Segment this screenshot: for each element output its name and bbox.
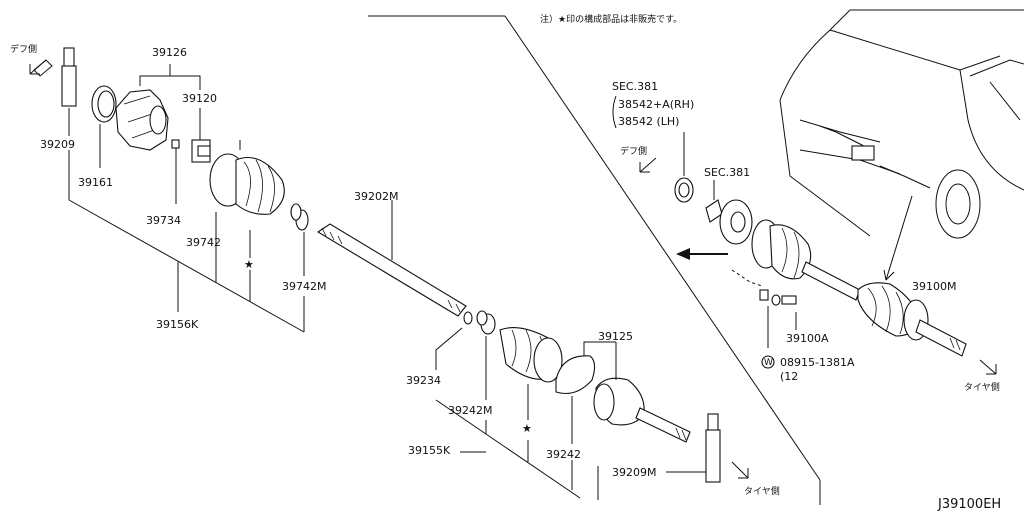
arrow-icon [979,359,997,375]
tire-side-label-bottom: タイヤ側 [744,485,780,497]
label-39209M: 39209M [612,466,656,479]
label-39742M: 39742M [282,280,326,293]
label-sec381-b: SEC.381 [704,166,750,179]
diagram-code: J39100EH [937,497,1001,512]
label-39120: 39120 [182,92,217,105]
washer-symbol-text: W [764,358,773,368]
arrow-icon [731,461,749,479]
label-39242M: 39242M [448,404,492,417]
label-39242: 39242 [546,448,581,461]
band-39242M [476,310,496,335]
diff-side-label-right: デフ側 [620,145,647,157]
label-ref-rh: 38542+A(RH) [618,98,694,111]
seal-39209-left [61,47,77,200]
ring-39234 [463,311,473,325]
label-39734: 39734 [146,214,181,227]
label-39155K: 39155K [408,444,451,457]
label-08915: 08915-1381A [780,356,855,369]
label-39161: 39161 [78,176,113,189]
diff-side-arrow-left: デフ側 [10,43,53,77]
label-08915-qty: (12 [780,370,798,383]
label-39234: 39234 [406,374,441,387]
bracket-39156K [68,199,305,333]
seal-38542 [674,177,694,203]
band-39742M [290,203,309,231]
band-39242 [555,355,596,395]
spider-39120 [191,139,211,163]
label-ref-lh: 38542 (LH) [618,115,679,128]
boot-39742 [209,140,285,215]
direction-arrow [676,248,728,260]
vehicle-outline [779,9,1024,281]
note-text: 注）★印の構成部品は非販売です。 [540,13,682,25]
star-marker-right: ★ [522,422,532,435]
washer-symbol: W [761,355,775,369]
shaft-39202M [316,200,467,317]
tire-side-label-right: タイヤ側 [964,381,1000,393]
label-39202M: 39202M [354,190,398,203]
label-39100M: 39100M [912,280,956,293]
joint-39125 [593,377,691,443]
label-39209-left: 39209 [40,138,75,151]
divider-line [368,15,821,505]
label-39100A: 39100A [786,332,829,345]
label-39156K: 39156K [156,318,199,331]
label-sec381-a: SEC.381 [612,80,658,93]
diff-side-label-left: デフ側 [10,43,37,55]
driveshaft-assembly-39100M [751,219,967,357]
arrow-icon [639,157,657,173]
arrow-icon [33,59,53,77]
ring-39161 [91,85,117,168]
boot-right [499,327,563,383]
bracket-39155K [435,399,581,499]
label-39742: 39742 [186,236,221,249]
tire-side-arrow-bottom: タイヤ側 [731,461,780,497]
clip-39734 [171,139,180,149]
housing-39126 [115,89,169,151]
hub-flange [705,199,753,245]
label-39126: 39126 [152,46,187,59]
diff-side-arrow-right: デフ側 [620,145,657,173]
label-39125: 39125 [598,330,633,343]
tire-side-arrow-right: タイヤ側 [964,359,1000,393]
bolt-39100A [759,289,797,306]
seal-39209M [705,413,721,483]
star-marker-left: ★ [244,258,254,271]
